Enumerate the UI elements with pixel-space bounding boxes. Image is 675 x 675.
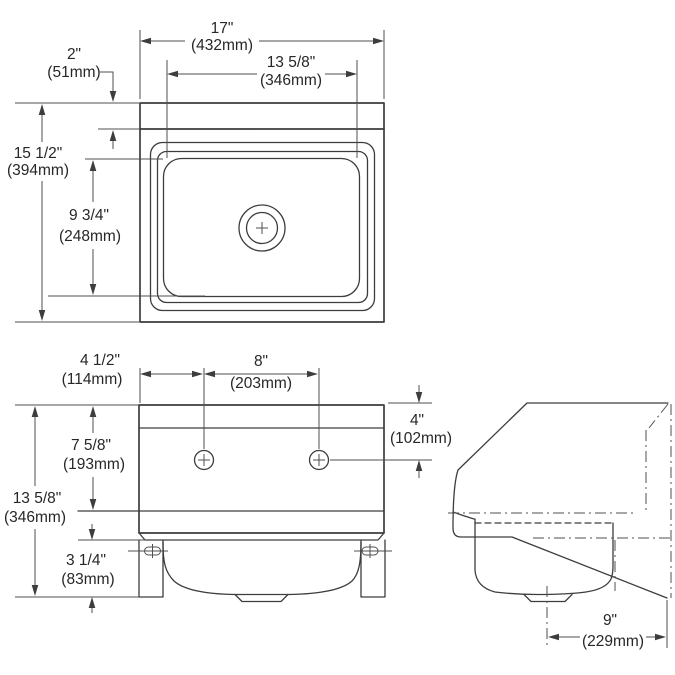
- front-view: 4 1/2" (114mm) 8" (203mm) 4" (102mm) 7 5…: [4, 352, 452, 613]
- dim-hole-offset-mm: (114mm): [62, 371, 123, 388]
- dim-hole-centers-mm: (203mm): [230, 375, 292, 392]
- side-bowl-profile: [474, 518, 614, 596]
- dim-basin-width-mm: (346mm): [260, 72, 322, 89]
- slot-centerlines: [128, 544, 392, 558]
- bowl-rim-inner: [162, 157, 361, 298]
- dim-basin-depth-in: 9 3/4": [69, 207, 109, 224]
- drain-hole-circle: [245, 211, 279, 245]
- side-drain-boss: [523, 593, 573, 603]
- dim-overall-depth-in: 15 1/2": [14, 145, 63, 162]
- bowl-underside-profile: [162, 541, 362, 596]
- side-dimension-lines: [559, 600, 668, 648]
- dim-overall-depth-mm: (394mm): [7, 162, 69, 179]
- bowl-rim-middle: [156, 150, 369, 304]
- drain-center-cross: [256, 222, 268, 234]
- front-rim-lip: [138, 532, 385, 541]
- dim-hole-centers-in: 8": [254, 353, 268, 370]
- dim-upper-height-mm: (193mm): [63, 456, 125, 473]
- dim-apron-drop-in: 3 1/4": [66, 552, 106, 569]
- dim-basin-width-in: 13 5/8": [267, 54, 316, 71]
- side-body-outline: [452, 402, 669, 599]
- side-view: 9" (229mm): [448, 402, 672, 650]
- front-body: [138, 404, 385, 534]
- dim-back-ledge-mm: (51mm): [47, 64, 100, 81]
- drain-flange-circle: [238, 204, 286, 252]
- dim-bowl-offset-in: 9": [603, 612, 617, 629]
- dim-hole-offset-in: 4 1/2": [80, 352, 120, 369]
- left-faucet-hole: [193, 449, 215, 471]
- top-view: 17" (432mm) 13 5/8" (346mm) 2" (51mm) 15…: [7, 20, 385, 323]
- bowl-rim-outer: [149, 141, 376, 312]
- dim-apron-drop-mm: (83mm): [61, 571, 114, 588]
- faucet-hole-crosses: [198, 454, 325, 466]
- mounting-brackets: [138, 539, 386, 598]
- right-faucet-hole: [308, 449, 330, 471]
- dim-overall-width-in: 17": [211, 20, 234, 37]
- dim-back-ledge-in: 2": [67, 46, 81, 63]
- top-view-dimension-lines: [41, 40, 373, 310]
- dim-bowl-offset-mm: (229mm): [582, 633, 644, 650]
- dim-overall-height-in: 13 5/8": [13, 490, 62, 507]
- front-drain-boss: [234, 593, 289, 603]
- dim-hole-height-in: 4": [410, 412, 424, 429]
- sink-outer-rim: [139, 102, 385, 323]
- dim-basin-depth-mm: (248mm): [59, 228, 121, 245]
- side-centerlines: [448, 403, 672, 648]
- front-view-dimension-lines: [34, 373, 420, 613]
- front-view-extension-lines: [15, 368, 432, 598]
- dim-overall-height-mm: (346mm): [4, 509, 66, 526]
- dim-overall-width-mm: (432mm): [191, 37, 253, 54]
- dim-upper-height-in: 7 5/8": [71, 437, 111, 454]
- top-view-extension-lines: [15, 30, 385, 323]
- dim-hole-height-mm: (102mm): [390, 430, 452, 447]
